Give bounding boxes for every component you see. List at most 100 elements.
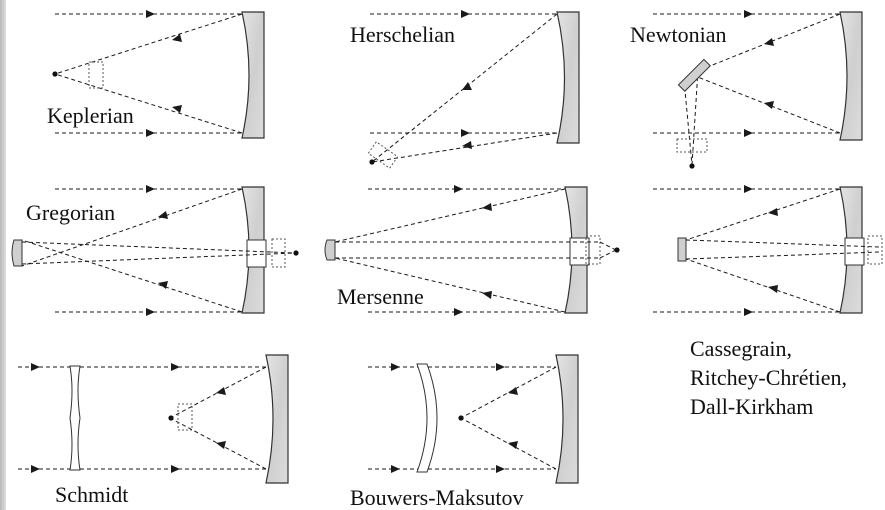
- keplerian-primary-mirror: [241, 11, 265, 139]
- arrow-right: [391, 363, 400, 371]
- arrow-reflected: [158, 281, 168, 289]
- arrow-reflected: [172, 34, 182, 42]
- mersenne-ray-to-focus-bottom: [599, 249, 617, 259]
- label-newtonian: Newtonian: [630, 22, 727, 47]
- arrow-reflected: [482, 291, 492, 299]
- schmidt-corrector-plate: [69, 365, 81, 471]
- gregorian-focus-point: [293, 250, 299, 256]
- gregorian-ray-top-reflected: [21, 188, 243, 267]
- gregorian-panel: [11, 186, 299, 314]
- arrow-right: [744, 185, 753, 193]
- arrow-right: [146, 308, 155, 316]
- keplerian-eyepiece-box: [88, 61, 104, 89]
- keplerian-ray-top-reflected: [54, 13, 243, 75]
- herschelian-ray-bottom-reflected: [371, 132, 558, 163]
- gregorian-ray-bottom-reflected: [21, 239, 243, 313]
- bouwers-maksutov-focus-point: [458, 415, 464, 421]
- newtonian-ray-diagonal-down-left: [683, 79, 693, 166]
- gregorian-eyepiece-box: [271, 238, 286, 268]
- arrow-reflected: [462, 82, 472, 90]
- arrow-reflected: [764, 101, 774, 109]
- schmidt-panel: [18, 354, 289, 484]
- mersenne-ray-top-reflected: [334, 188, 566, 243]
- arrow-right: [744, 308, 753, 316]
- cassegrain-ray-bottom-reflected: [685, 258, 841, 313]
- arrow-right: [391, 465, 400, 473]
- arrow-reflected: [462, 141, 472, 149]
- arrow-right: [171, 363, 180, 371]
- mersenne-eyepiece-box: [585, 235, 601, 265]
- schmidt-focus-point: [168, 415, 174, 421]
- mersenne-ray-bottom-reflected: [334, 257, 566, 313]
- newtonian-ray-diagonal-down-right: [691, 69, 699, 166]
- arrow-reflected: [216, 387, 226, 395]
- herschelian-panel: [367, 11, 580, 169]
- arrow-right: [454, 308, 463, 316]
- mersenne-panel: [324, 186, 620, 314]
- arrowheads: [31, 10, 778, 473]
- gregorian-ray-return-top: [21, 241, 296, 254]
- arrow-reflected: [158, 211, 168, 219]
- cassegrain-eyepiece-box: [867, 235, 883, 265]
- label-cassegrain-line2: Ritchey-Chrétien,: [690, 365, 848, 390]
- bouwers-maksutov-meniscus-lens: [416, 363, 438, 473]
- keplerian-ray-bottom-reflected: [54, 73, 243, 134]
- label-schmidt: Schmidt: [55, 482, 129, 507]
- label-cassegrain-line3: Dall-Kirkham: [690, 394, 814, 419]
- newtonian-primary-mirror: [839, 11, 863, 141]
- mersenne-focus-point: [614, 247, 620, 253]
- arrow-right: [496, 363, 505, 371]
- bouwers-maksutov-ray-top-reflected: [460, 366, 557, 419]
- arrow-right: [496, 465, 505, 473]
- bouwers-maksutov-panel: [368, 354, 579, 484]
- arrow-right: [146, 10, 155, 18]
- arrow-reflected: [216, 441, 226, 449]
- arrow-right: [171, 465, 180, 473]
- cassegrain-secondary-mirror: [677, 237, 687, 262]
- arrow-right: [31, 363, 40, 371]
- arrow-right: [31, 465, 40, 473]
- newtonian-panel: [653, 11, 863, 169]
- arrow-right: [461, 129, 470, 137]
- mersenne-ray-to-focus-top: [599, 241, 617, 251]
- mersenne-secondary-mirror: [324, 239, 336, 261]
- label-keplerian: Keplerian: [47, 103, 134, 128]
- bouwers-maksutov-primary-mirror: [555, 354, 579, 484]
- gregorian-secondary-mirror: [11, 239, 23, 267]
- bouwers-maksutov-ray-bottom-reflected: [460, 417, 557, 470]
- keplerian-focus-point: [52, 71, 58, 77]
- arrow-right: [744, 10, 753, 18]
- label-bouwers-maksutov: Bouwers-Maksutov: [350, 485, 524, 510]
- arrow-right: [744, 129, 753, 137]
- label-gregorian: Gregorian: [26, 200, 116, 225]
- label-herschelian: Herschelian: [350, 22, 456, 47]
- schmidt-primary-mirror: [265, 354, 289, 484]
- newtonian-diagonal-mirror: [677, 58, 711, 92]
- arrow-right: [146, 129, 155, 137]
- newtonian-focus-point: [689, 163, 695, 169]
- herschelian-ray-top-reflected: [371, 13, 558, 163]
- arrow-reflected: [172, 105, 182, 113]
- cassegrain-ray-return-top: [685, 239, 881, 248]
- newtonian-eyepiece-box: [676, 138, 708, 153]
- gregorian-ray-return-bottom: [21, 252, 296, 265]
- arrow-reflected: [482, 203, 492, 211]
- arrow-reflected: [768, 208, 778, 216]
- label-cassegrain-line1: Cassegrain,: [690, 336, 793, 361]
- cassegrain-ray-top-reflected: [685, 188, 841, 241]
- page-edge-shadow: [0, 0, 6, 510]
- label-mersenne: Mersenne: [337, 284, 424, 309]
- arrow-right: [146, 185, 155, 193]
- herschelian-primary-mirror: [556, 11, 580, 144]
- arrow-reflected: [508, 441, 518, 449]
- arrow-reflected: [508, 387, 518, 395]
- arrow-reflected: [764, 38, 774, 46]
- arrow-right: [461, 10, 470, 18]
- arrow-right: [454, 185, 463, 193]
- cassegrain-primary-hole: [844, 237, 865, 266]
- gregorian-primary-hole: [246, 239, 267, 268]
- arrow-reflected: [768, 285, 778, 293]
- cassegrain-ray-return-bottom: [685, 251, 881, 260]
